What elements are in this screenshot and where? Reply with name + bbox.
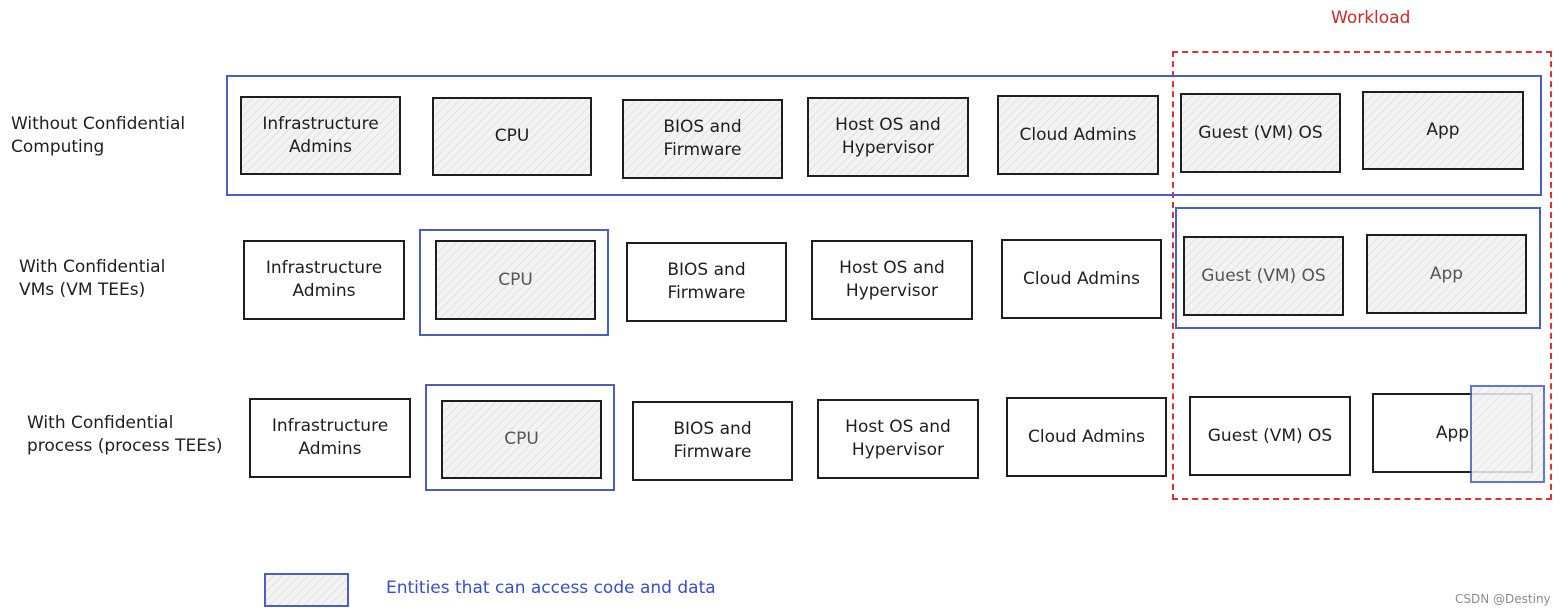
row3-cpu-access-frame — [425, 384, 615, 491]
watermark: CSDN @Destiny — [1455, 592, 1551, 606]
row1-box-guest-vm-os: Guest (VM) OS — [1180, 93, 1341, 173]
row1-access-frame — [226, 75, 1542, 196]
row3-label: With Confidential process (process TEEs) — [27, 413, 223, 456]
workload-frame — [1172, 51, 1552, 500]
row1-box-cloud-admins: Cloud Admins — [997, 95, 1159, 175]
row2-workload-access-frame — [1175, 207, 1541, 329]
legend-swatch — [264, 573, 349, 607]
row1-label: Without Confidential Computing — [11, 114, 186, 157]
row1-box-infrastructure-admins: Infrastructure Admins — [240, 96, 401, 175]
row1-box-bios-firmware: BIOS and Firmware — [622, 99, 783, 179]
row3-box-guest-vm-os: Guest (VM) OS — [1189, 396, 1351, 476]
row2-box-host-os-hypervisor: Host OS and Hypervisor — [811, 240, 973, 320]
legend-text: Entities that can access code and data — [386, 578, 716, 598]
row2-box-bios-firmware: BIOS and Firmware — [626, 242, 787, 322]
row2-box-cpu: CPU — [435, 240, 596, 320]
row3-app-access-frame — [1470, 385, 1545, 483]
row1-box-app: App — [1362, 91, 1524, 170]
row2-box-guest-vm-os: Guest (VM) OS — [1183, 236, 1344, 316]
row2-box-app: App — [1366, 234, 1527, 314]
row1-box-host-os-hypervisor: Host OS and Hypervisor — [807, 97, 969, 177]
row3-box-cloud-admins: Cloud Admins — [1006, 397, 1167, 477]
row3-box-infrastructure-admins: Infrastructure Admins — [249, 398, 411, 478]
row2-box-cloud-admins: Cloud Admins — [1001, 239, 1162, 319]
row3-box-host-os-hypervisor: Host OS and Hypervisor — [817, 399, 979, 479]
row1-box-cpu: CPU — [432, 97, 592, 176]
row2-box-infrastructure-admins: Infrastructure Admins — [243, 240, 405, 320]
row2-label: With Confidential VMs (VM TEEs) — [19, 257, 166, 300]
row3-box-bios-firmware: BIOS and Firmware — [632, 401, 793, 481]
row2-cpu-access-frame — [419, 229, 609, 336]
row3-box-cpu: CPU — [441, 400, 602, 479]
workload-label: Workload — [1331, 8, 1411, 28]
